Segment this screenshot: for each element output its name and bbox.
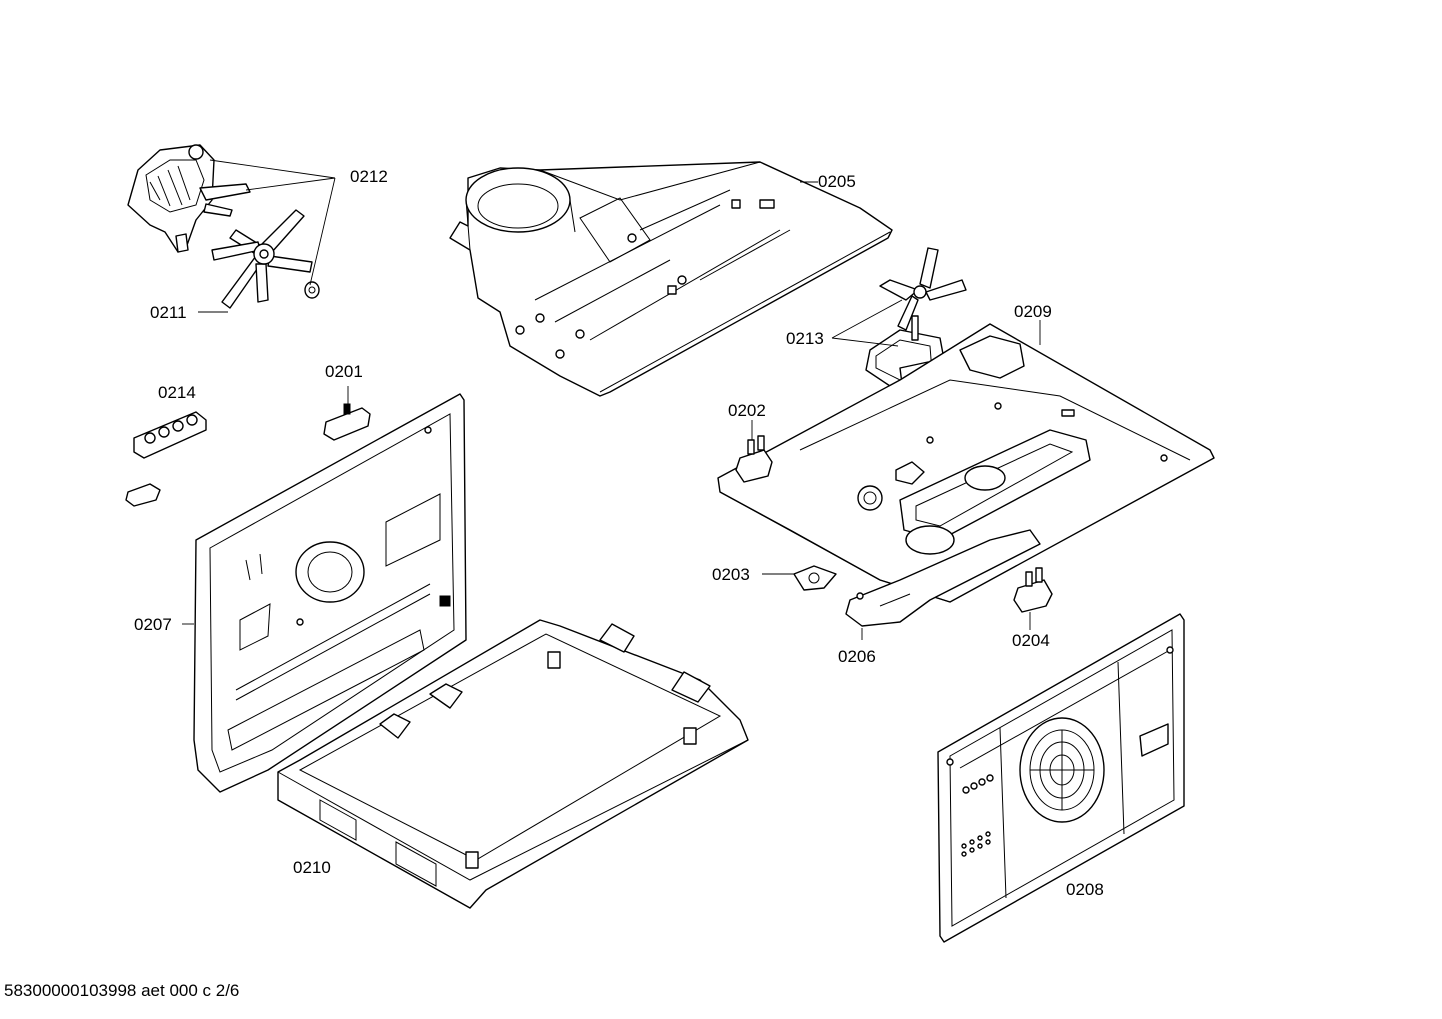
callout-0207: 0207 <box>134 615 172 634</box>
callout-0205: 0205 <box>818 172 856 191</box>
terminal-strip <box>133 411 207 459</box>
callout-0208: 0208 <box>1066 880 1104 899</box>
duct-cover-panel <box>449 161 893 397</box>
callout-0214: 0214 <box>158 383 196 402</box>
terminal-clip <box>125 483 161 507</box>
rear-wall-panel <box>193 393 467 793</box>
callout-0202: 0202 <box>728 401 766 420</box>
callout-0210: 0210 <box>293 858 331 877</box>
document-reference: 58300000103998 aet 000 c 2/6 <box>4 981 240 1000</box>
callout-0204: 0204 <box>1012 631 1050 650</box>
heat-shield-plate <box>845 529 1041 627</box>
leader-0212 <box>209 159 336 286</box>
callout-0211: 0211 <box>150 303 187 322</box>
callout-0201: 0201 <box>325 362 363 381</box>
bottom-tray <box>277 619 749 909</box>
thermostat-right <box>1013 567 1053 613</box>
callout-0203: 0203 <box>712 565 750 584</box>
fan-impeller <box>211 209 313 309</box>
mounting-bracket <box>793 565 837 591</box>
fan-nut <box>304 281 320 299</box>
callout-0206: 0206 <box>838 647 876 666</box>
thermostat-left <box>735 435 773 483</box>
connector-block <box>323 403 371 441</box>
callout-0213: 0213 <box>786 329 824 348</box>
callout-0209: 0209 <box>1014 302 1052 321</box>
front-fan-cover-panel <box>937 613 1185 943</box>
leader-0213 <box>831 299 903 347</box>
callout-0212: 0212 <box>350 167 388 186</box>
fan-motor-assembly <box>127 144 251 253</box>
